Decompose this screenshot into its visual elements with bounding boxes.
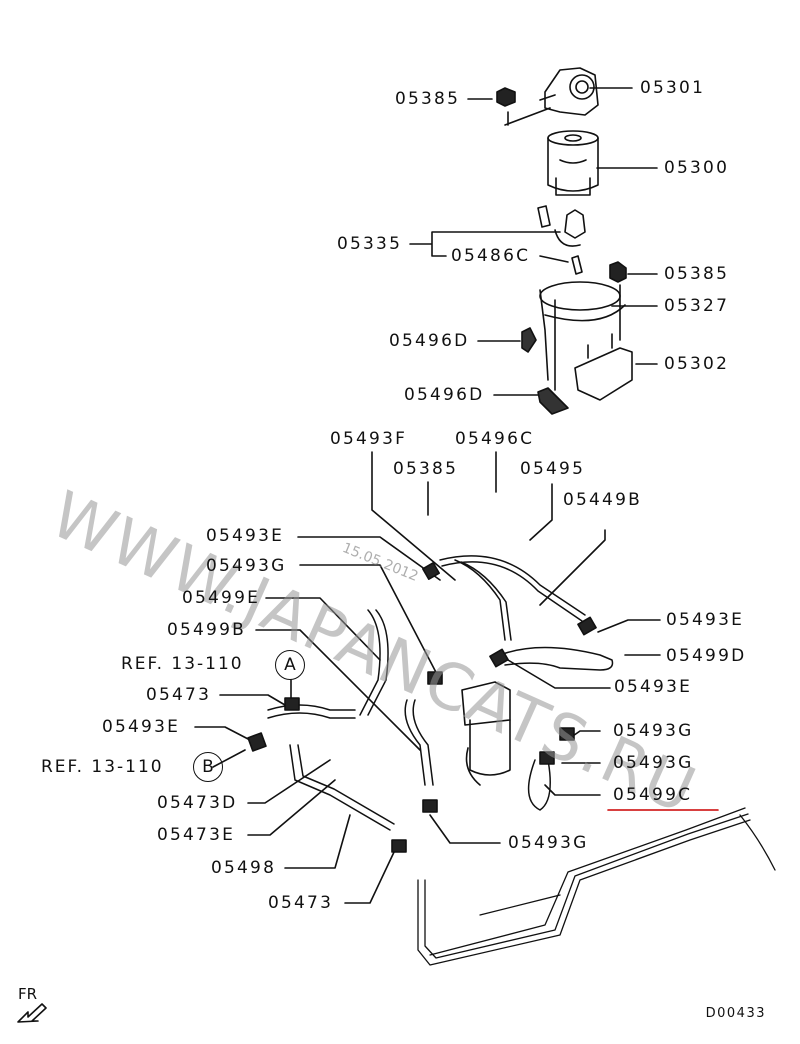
part-label-05496D-2[interactable]: 05496D	[404, 385, 485, 405]
front-direction-arrow-icon	[17, 1003, 47, 1023]
fuel-lines-main	[417, 807, 776, 966]
part-label-05493G-3[interactable]: 05493G	[613, 753, 694, 773]
part-label-05498[interactable]: 05498	[211, 858, 277, 878]
part-label-05495[interactable]: 05495	[520, 459, 586, 479]
leader-lines	[194, 87, 661, 904]
water-sensor	[537, 205, 586, 275]
part-label-05335[interactable]: 05335	[337, 234, 403, 254]
part-label-05499E[interactable]: 05499E	[182, 588, 261, 608]
nut-05385-top	[496, 87, 516, 107]
fuel-filter-head	[504, 67, 599, 126]
part-label-05493F[interactable]: 05493F	[330, 429, 408, 449]
part-label-05493E[interactable]: 05493E	[206, 526, 285, 546]
part-label-05493G[interactable]: 05493G	[206, 556, 287, 576]
part-label-05499B[interactable]: 05499B	[167, 620, 246, 640]
part-label-05327[interactable]: 05327	[664, 296, 730, 316]
part-label-05499C-highlighted[interactable]: 05499C	[613, 785, 693, 805]
hose-clamps	[247, 562, 597, 853]
reference-b-label[interactable]: REF. 13-110	[41, 757, 164, 777]
part-label-05496C[interactable]: 05496C	[455, 429, 535, 449]
mount-bracket-05302	[574, 333, 633, 401]
reference-a-marker[interactable]: A	[275, 650, 305, 680]
part-label-05301[interactable]: 05301	[640, 78, 706, 98]
reference-b-marker[interactable]: B	[193, 752, 223, 782]
part-label-05493G-4[interactable]: 05493G	[508, 833, 589, 853]
part-label-05493E-3[interactable]: 05493E	[614, 677, 693, 697]
part-label-05473E[interactable]: 05473E	[157, 825, 236, 845]
reference-a-label[interactable]: REF. 13-110	[121, 654, 244, 674]
part-label-05385[interactable]: 05385	[395, 89, 461, 109]
part-label-05493G-2[interactable]: 05493G	[613, 721, 694, 741]
part-label-05385-3[interactable]: 05385	[393, 459, 459, 479]
fuel-filter-element	[547, 130, 599, 196]
bolts-05496D	[521, 327, 569, 415]
part-label-05302[interactable]: 05302	[664, 354, 730, 374]
part-label-05473D[interactable]: 05473D	[157, 793, 238, 813]
part-label-05385-2[interactable]: 05385	[664, 264, 730, 284]
hoses	[267, 555, 614, 831]
part-label-05473[interactable]: 05473	[146, 685, 212, 705]
part-label-05300[interactable]: 05300	[664, 158, 730, 178]
fuel-pump	[461, 681, 511, 786]
part-label-05493E-2[interactable]: 05493E	[666, 610, 745, 630]
part-label-05496D[interactable]: 05496D	[389, 331, 470, 351]
part-label-05449B[interactable]: 05449B	[563, 490, 642, 510]
part-label-05473-2[interactable]: 05473	[268, 893, 334, 913]
part-label-05486C[interactable]: 05486C	[451, 246, 531, 266]
filter-bracket	[539, 261, 627, 391]
diagram-code: D00433	[705, 1006, 766, 1021]
part-label-05499D[interactable]: 05499D	[666, 646, 747, 666]
front-direction-label: FR	[18, 985, 38, 1003]
part-label-05493E-4[interactable]: 05493E	[102, 717, 181, 737]
